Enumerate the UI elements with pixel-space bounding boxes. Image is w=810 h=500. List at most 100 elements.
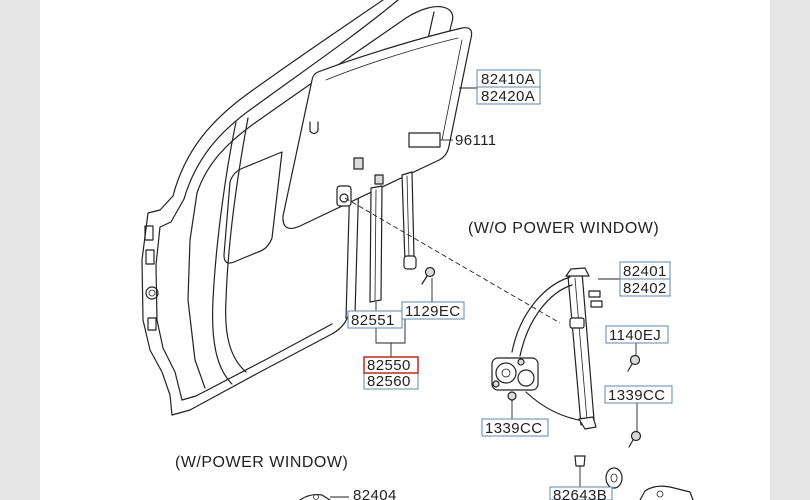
callout-label: 82402 [623,280,667,297]
bolt-head [629,354,641,366]
callout-label: 82401 [623,263,667,280]
callout-82404[interactable]: 82404 [353,487,397,500]
callout-box [605,325,669,344]
bolt-1339CC-right-drawing [628,430,642,448]
callout-82401[interactable]: 82401 [619,261,671,280]
door-glass-edge-line [441,39,463,141]
regulator-cable [511,276,571,353]
rear-lower-run-channel [369,185,383,303]
drum-pulley-hub [501,368,511,378]
door-sash-outer-line [172,0,384,197]
bolt-1140EJ-drawing [627,354,641,372]
callout-box [476,86,541,105]
drum-fastener [492,380,500,388]
bolt-shaft [628,439,634,448]
note-with-power-window: (W/POWER WINDOW) [175,454,348,471]
callout-1140EJ[interactable]: 1140EJ [605,325,669,344]
run-channel-clip [374,174,384,185]
callout-label: 82643B [553,487,607,500]
callout-82550[interactable]: 82550 [363,356,419,374]
grommet-hole [610,473,618,483]
callout-label: 1140EJ [609,327,661,344]
hinge-pillar-outer [141,195,174,416]
lower-parts-drawing [299,455,694,500]
run-channel-clip [353,157,364,170]
run-channel-center-line [374,189,377,301]
drum-fastener [517,358,525,366]
power-window-motor-partial [639,485,694,500]
callout-label: 1129EC [405,303,461,320]
callout-label: 82410A [481,71,535,88]
callout-96111[interactable]: 96111 [455,132,497,149]
callout-82643B[interactable]: 82643B [549,486,613,500]
callout-1339CC-lower[interactable]: 1339CC [481,418,549,437]
clip-82643B [574,455,586,467]
bolt-shaft [421,275,428,285]
callout-label: 1339CC [608,387,665,404]
callout-box [347,310,403,329]
callout-label: 96111 [455,132,497,149]
callout-box [363,356,419,374]
door-latch-pivot [339,193,349,203]
drum-gear [517,369,535,387]
note-without-power-window: (W/O POWER WINDOW) [468,220,659,237]
power-regulator-fastener [313,494,319,500]
callout-label: 82560 [367,373,411,390]
regulator-bottom-bracket [578,416,597,430]
hinge-mount-pad [144,225,154,241]
callout-1129EC[interactable]: 1129EC [401,301,465,320]
door-glass-drawing [282,27,473,229]
regulator-cable [519,284,573,357]
door-bottom-inner-edge [181,323,333,401]
drum-pulley [495,362,517,384]
bolt-1339CC-lower-drawing [507,391,517,401]
front-run-channel-line-2 [225,117,249,373]
regulator-glass-carrier [569,317,585,329]
regulator-top-bracket [565,267,590,277]
hinge-pillar-inner [155,198,185,401]
door-latch [336,185,352,207]
door-glass-panel [282,27,473,229]
callout-box [549,486,613,500]
hinge-mount-pad [147,317,157,331]
regulator-drum-assembly [491,357,539,391]
power-regulator-partial [299,493,331,500]
leader-82550-bracket [375,319,406,357]
glass-label-sticker [408,132,441,148]
regulator-mount-tab [588,290,601,298]
callout-82551[interactable]: 82551 [347,310,403,329]
regulator-rail-center-line [574,277,588,421]
callout-label: 82550 [367,357,411,374]
bolt-1129EC-drawing [421,266,436,285]
bolt-shaft [627,363,633,372]
callout-82402[interactable]: 82402 [619,278,671,297]
rear-sash-outer-line [413,7,454,173]
callout-label: 1339CC [485,420,542,437]
run-channel-center-line [406,175,410,259]
window-regulator-drawing [491,267,642,448]
grommet [605,467,623,489]
assembly-reference-dashed-line [344,197,561,324]
callout-box [481,418,549,437]
callout-82560[interactable]: 82560 [363,372,419,390]
callout-label: 82420A [481,88,535,105]
front-run-channel-line [212,121,237,385]
regulator-lower-cable [525,391,585,422]
left-margin-panel [0,0,40,500]
callout-82410A[interactable]: 82410A [476,69,541,88]
motor-fastener [656,490,664,498]
bolt-head [507,391,517,401]
bolt-head [424,266,436,278]
callout-82420A[interactable]: 82420A [476,86,541,105]
door-rear-edge-2 [354,175,360,315]
run-channel-bracket [403,255,417,270]
door-bottom-edge [171,315,349,416]
bolt-head [630,430,642,442]
callout-box [619,278,671,297]
check-strap-hole-inner [148,289,156,297]
run-channel-drawing [336,157,436,303]
callout-1339CC-right[interactable]: 1339CC [604,385,673,404]
door-glass-edge-line [325,37,459,81]
